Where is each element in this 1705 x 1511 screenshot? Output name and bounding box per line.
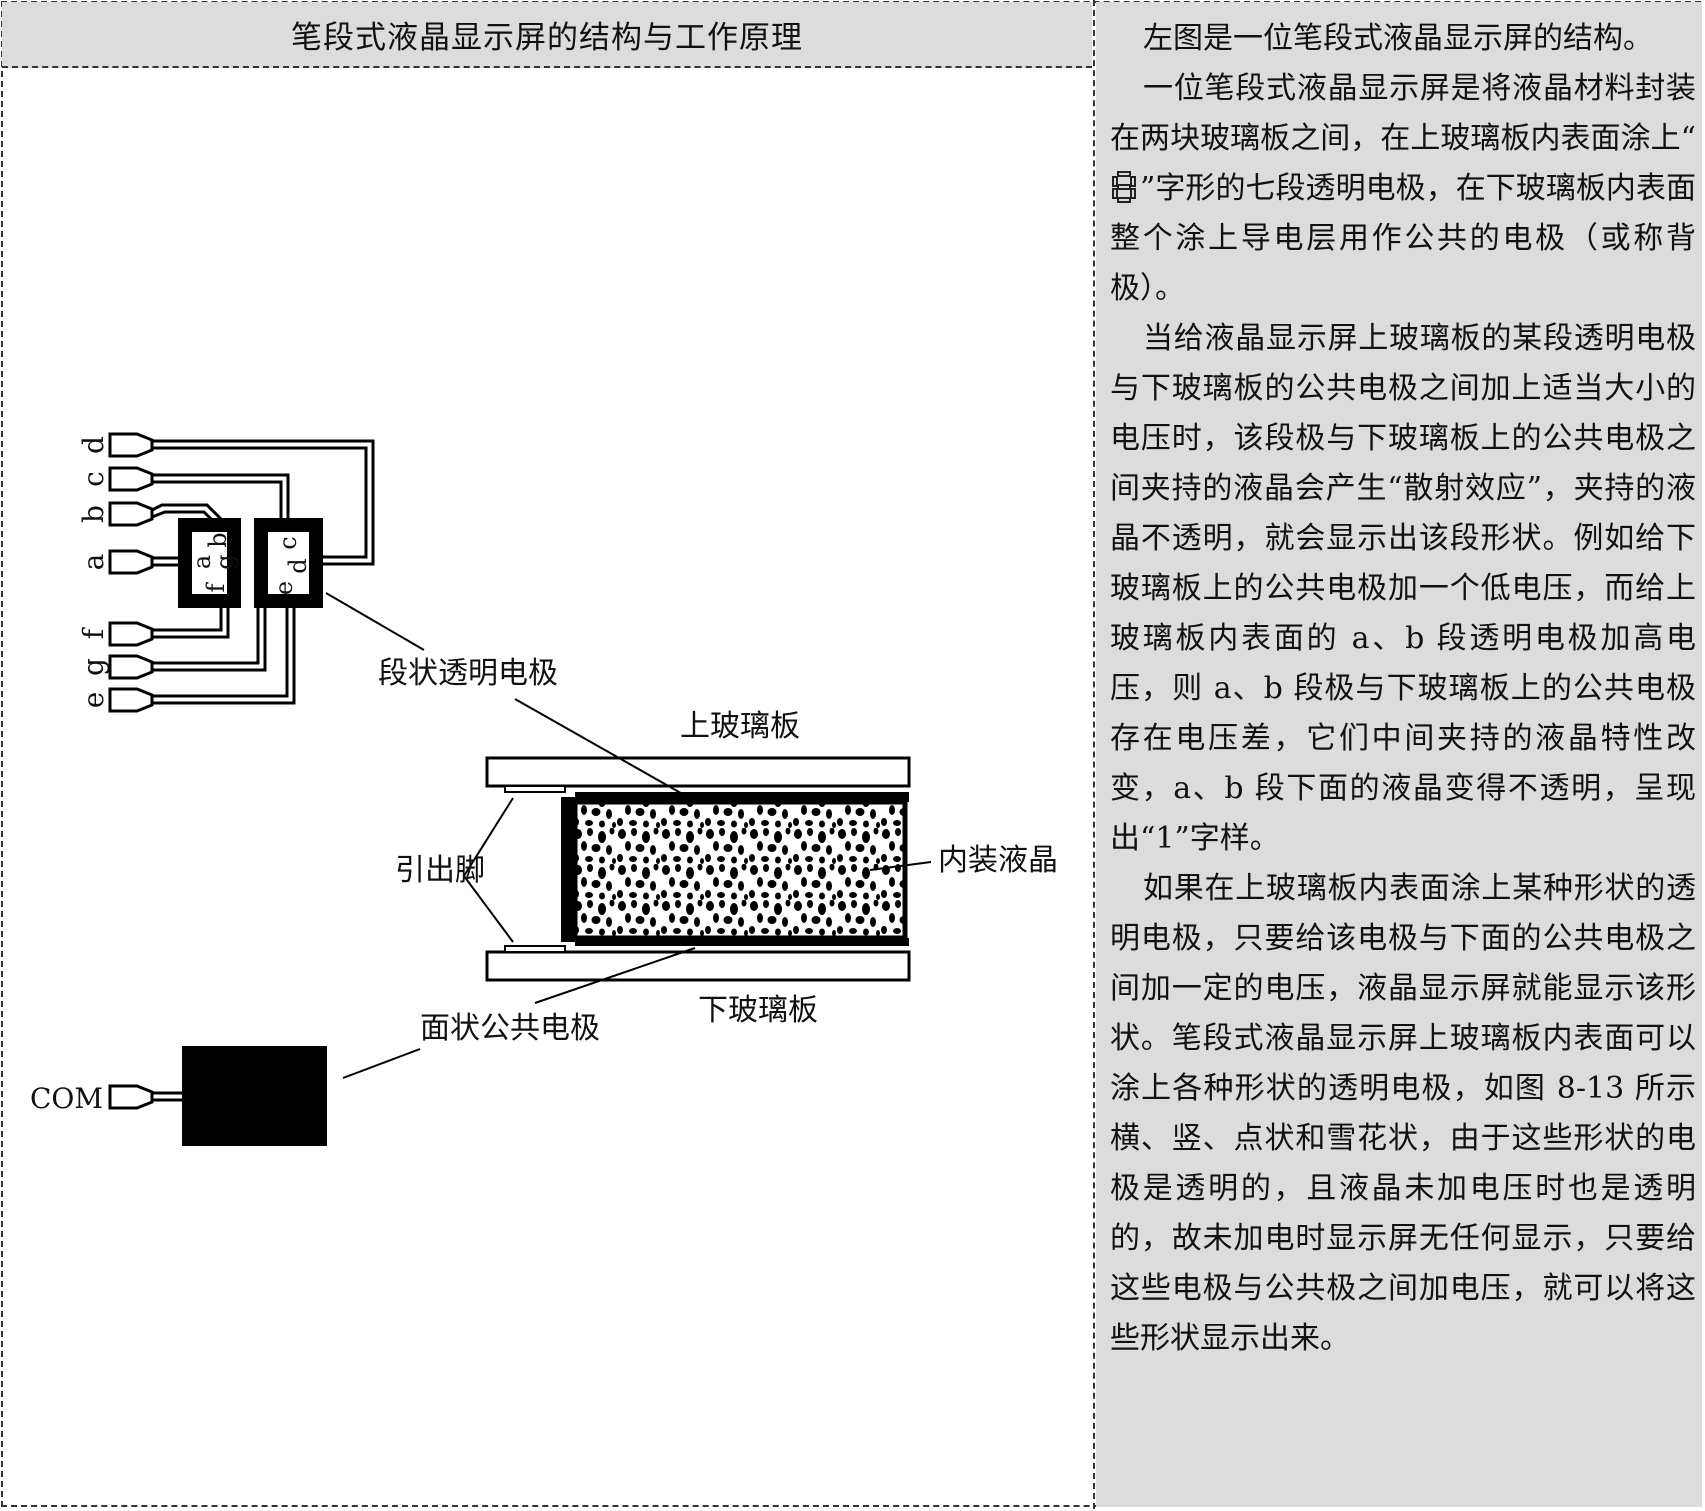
pin-label-g: g: [77, 658, 110, 676]
seven-segment-glyph-icon: [1112, 171, 1136, 203]
pin-tabs: [108, 432, 154, 1110]
seg-letter-e: e: [270, 581, 298, 595]
paragraph-3: 当给液晶显示屏上玻璃板的某段透明电极与下玻璃板的公共电极之间加上适当大小的电压时…: [1110, 321, 1696, 856]
label-common-electrode: 面状公共电极: [420, 1011, 600, 1046]
seg-letter-b: b: [204, 532, 232, 547]
common-electrode-layer: [575, 938, 909, 946]
column-divider: [1093, 0, 1095, 1509]
paragraph-4: 如果在上玻璃板内表面涂上某种形状的透明电极，只要给该电极与下面的公共电极之间加一…: [1110, 871, 1696, 1356]
paragraph-2: 一位笔段式液晶显示屏是将液晶材料封装在两块玻璃板之间，在上玻璃板内表面涂上“ ”字…: [1110, 64, 1696, 314]
pin-label-a: a: [77, 554, 110, 571]
upper-glass-plate: [485, 756, 911, 788]
pin-label-c: c: [77, 471, 110, 487]
seg-letter-f: f: [202, 581, 230, 592]
leader-lines: [325, 592, 932, 1079]
explanation-cell: 左图是一位笔段式液晶显示屏的结构。 一位笔段式液晶显示屏是将液晶材料封装在两块玻…: [1096, 2, 1702, 1507]
paragraph-2-part-2: ”字形的七段透明电极，在下玻璃板内表面整个涂上导电层用作公共的电极（或称背极）。: [1110, 171, 1696, 306]
lower-glass-plate: [485, 950, 911, 982]
label-lower-glass: 下玻璃板: [698, 993, 818, 1028]
seg-letter-g: g: [211, 554, 239, 569]
com-label: COM: [30, 1082, 103, 1115]
explanation-text: 左图是一位笔段式液晶显示屏的结构。 一位笔段式液晶显示屏是将液晶材料封装在两块玻…: [1110, 14, 1696, 1364]
pin-labels: d c b a f g e: [77, 436, 110, 708]
liquid-crystal-layer: [572, 799, 908, 941]
segment-electrode-digit-2: [254, 518, 323, 608]
upper-pin-strip: [504, 785, 566, 793]
side-seal: [561, 797, 575, 942]
lower-pin-strip: [504, 945, 566, 953]
diagram-title: 笔段式液晶显示屏的结构与工作原理: [291, 19, 803, 56]
label-liquid-crystal: 内装液晶: [938, 843, 1058, 878]
seg-letter-a: a: [188, 555, 216, 569]
pin-label-b: b: [77, 505, 110, 523]
lcd-structure-diagram: d c b a f g e a b g f c d e COM: [30, 432, 1058, 1146]
segment-electrode-layer: [575, 792, 909, 802]
seg-letter-c: c: [274, 536, 302, 549]
diagram-title-cell: 笔段式液晶显示屏的结构与工作原理: [2, 2, 1092, 68]
diagram-labels: 段状透明电极 上玻璃板 引出脚 内装液晶 面状公共电极 下玻璃板: [378, 656, 1058, 1046]
label-segment-electrode: 段状透明电极: [378, 656, 558, 691]
pin-label-e: e: [77, 692, 110, 709]
pin-label-d: d: [77, 436, 110, 454]
pin-label-f: f: [77, 626, 110, 639]
segment-letters: a b g f c d e: [188, 532, 312, 595]
paragraph-1: 左图是一位笔段式液晶显示屏的结构。: [1143, 21, 1653, 56]
segment-electrode-digit-1: [178, 518, 241, 608]
seg-letter-d: d: [284, 558, 312, 573]
paragraph-2-part-1: 一位笔段式液晶显示屏是将液晶材料封装在两块玻璃板之间，在上玻璃板内表面涂上“: [1110, 71, 1696, 156]
label-upper-glass: 上玻璃板: [680, 709, 800, 744]
label-pins: 引出脚: [395, 853, 485, 888]
common-electrode-block: [182, 1046, 327, 1146]
